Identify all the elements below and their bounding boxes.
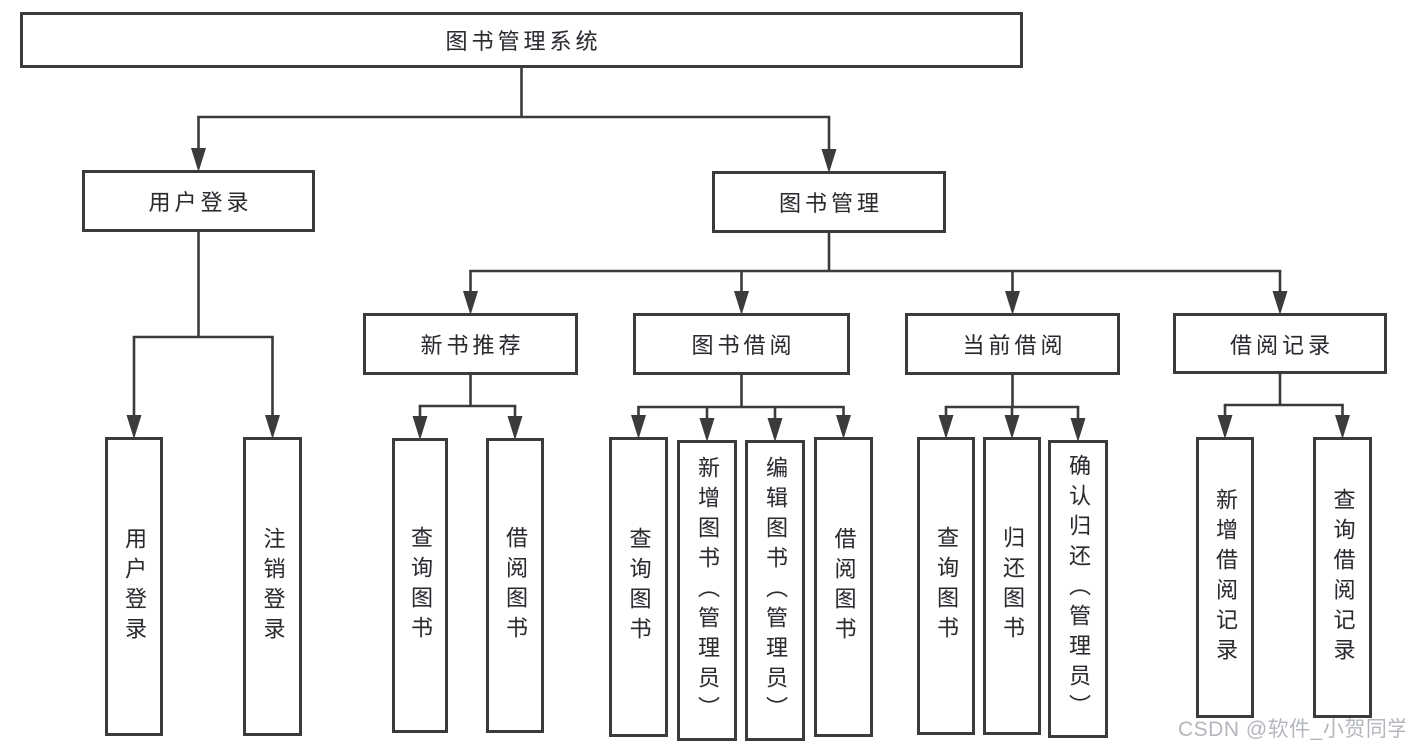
arrowhead-icon [631, 415, 646, 439]
node-login-do: 用户登录 [105, 437, 163, 736]
node-br-add: 新增借阅记录 [1196, 437, 1254, 718]
arrowhead-icon [463, 291, 478, 315]
arrowhead-icon [507, 416, 523, 440]
node-label-br-query: 查询借阅记录 [1330, 487, 1356, 668]
node-label-rec-query: 查询图书 [408, 525, 433, 646]
node-label-cb-query: 查询图书 [934, 526, 959, 646]
node-label-new-book-rec: 新书推荐 [420, 333, 525, 358]
node-cb-query: 查询图书 [917, 437, 975, 735]
node-label-bb-borrow: 借阅图书 [831, 527, 857, 647]
node-label-bb-query: 查询图书 [626, 527, 652, 647]
arrowhead-icon [1272, 291, 1288, 315]
node-label-book-borrow: 图书借阅 [691, 333, 796, 358]
node-label-rec-borrow: 借阅图书 [503, 525, 528, 646]
node-book-mgmt: 图书管理 [712, 171, 946, 233]
node-bb-query: 查询图书 [609, 437, 668, 737]
node-rec-query: 查询图书 [392, 438, 448, 733]
node-label-book-mgmt: 图书管理 [778, 191, 883, 216]
arrowhead-icon [734, 291, 749, 315]
arrowhead-icon [126, 415, 142, 439]
node-label-logout: 注销登录 [260, 526, 286, 647]
node-new-book-rec: 新书推荐 [363, 313, 578, 375]
node-bb-borrow: 借阅图书 [814, 437, 873, 737]
arrowhead-icon [836, 415, 851, 439]
node-label-borrow-records: 借阅记录 [1229, 332, 1334, 358]
node-cb-confirm: 确认归还（管理员） [1048, 440, 1108, 738]
arrowhead-icon [265, 415, 280, 439]
node-label-bb-add: 新增图书（管理员） [695, 455, 720, 726]
arrowhead-icon [1217, 415, 1233, 439]
arrowhead-icon [191, 148, 206, 172]
node-label-bb-edit: 编辑图书（管理员） [763, 455, 788, 726]
arrowhead-icon [821, 149, 837, 173]
node-label-br-add: 新增借阅记录 [1213, 487, 1238, 668]
node-label-cb-confirm: 确认归还（管理员） [1066, 454, 1091, 724]
node-root: 图书管理系统 [20, 12, 1023, 68]
node-current-borrow: 当前借阅 [905, 313, 1120, 375]
arrowhead-icon [1070, 418, 1086, 442]
node-label-login-do: 用户登录 [122, 526, 147, 647]
node-rec-borrow: 借阅图书 [486, 438, 544, 733]
node-bb-edit: 编辑图书（管理员） [745, 440, 805, 741]
node-label-user-login: 用户登录 [148, 190, 253, 215]
node-br-query: 查询借阅记录 [1313, 437, 1372, 718]
node-user-login: 用户登录 [82, 170, 315, 232]
node-label-cb-return: 归还图书 [1000, 526, 1025, 646]
watermark: CSDN @软件_小贺同学 [1178, 718, 1405, 741]
node-logout: 注销登录 [243, 437, 302, 736]
node-label-current-borrow: 当前借阅 [962, 333, 1067, 358]
node-bb-add: 新增图书（管理员） [677, 440, 737, 741]
node-cb-return: 归还图书 [983, 437, 1041, 735]
node-borrow-records: 借阅记录 [1173, 313, 1387, 374]
arrowhead-icon [1005, 291, 1020, 315]
arrowhead-icon [1004, 415, 1020, 439]
arrowhead-icon [699, 418, 715, 442]
arrowhead-icon [767, 418, 783, 442]
arrowhead-icon [1335, 415, 1350, 439]
node-book-borrow: 图书借阅 [633, 313, 850, 375]
node-label-root: 图书管理系统 [445, 29, 602, 54]
arrowhead-icon [412, 416, 428, 440]
arrowhead-icon [938, 415, 954, 439]
